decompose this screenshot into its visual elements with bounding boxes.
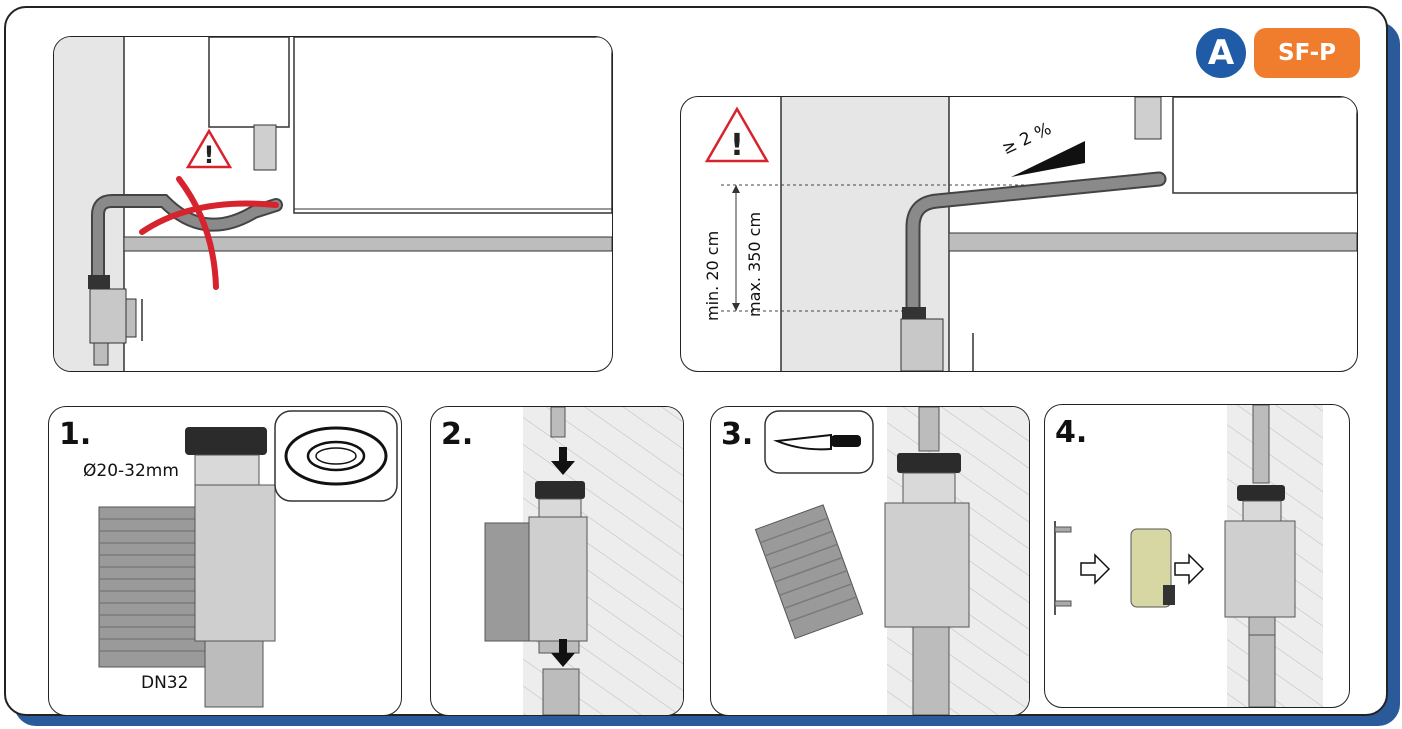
- badge-letter: A: [1196, 28, 1246, 78]
- outline-arrow-right-icon: [1080, 553, 1111, 585]
- min-height-label: min. 20 cm: [703, 230, 722, 321]
- step-2-illustration: [484, 407, 683, 715]
- outlet-size-label: DN32: [141, 673, 189, 693]
- svg-text:!: !: [204, 141, 215, 169]
- drain-pipe: [912, 626, 950, 715]
- step-panel-1: 1. Ø20-32mm DN32: [48, 406, 402, 716]
- floor-slab: [123, 236, 612, 252]
- arrow-down-icon: [551, 639, 575, 667]
- outline-arrow-right-icon: [1174, 553, 1205, 585]
- siphon-body: [89, 288, 127, 344]
- sloped-hose: [907, 173, 1165, 313]
- max-height-label: max. 350 cm: [745, 211, 764, 317]
- step-panel-3: 3.: [710, 406, 1030, 716]
- step-4-illustration: [1054, 405, 1323, 707]
- step-number: 3.: [721, 417, 754, 452]
- step-panel-2: 2.: [430, 406, 684, 716]
- floor-slab: [948, 232, 1357, 252]
- warning-icon: !: [704, 106, 770, 163]
- correct-installation-illustration: !: [704, 97, 1357, 371]
- inlet-seal: [185, 427, 267, 455]
- trap-body: [884, 502, 970, 628]
- trap-body: [1224, 520, 1296, 618]
- wall-plug-module: [1130, 528, 1172, 608]
- threaded-connector: [98, 506, 210, 668]
- badge-model: SF-P: [1254, 28, 1360, 78]
- appliance-body: [1172, 97, 1357, 194]
- trap-body: [194, 484, 276, 642]
- wrong-installation-illustration: !: [54, 37, 612, 371]
- cross-mark-icon: [139, 176, 279, 290]
- drain-fitting: [253, 124, 277, 171]
- step-panel-4: 4.: [1044, 404, 1350, 708]
- outlet-pipe: [204, 640, 264, 708]
- inlet-diameter-label: Ø20-32mm: [83, 461, 179, 481]
- appliance-body: [293, 37, 612, 214]
- inlet-seal: [1237, 485, 1285, 501]
- arrow-down-icon: [551, 447, 575, 475]
- slope-wedge: [1011, 141, 1085, 177]
- hose-collar: [88, 275, 110, 289]
- warning-icon: !: [185, 128, 233, 169]
- drain-pipe: [1248, 616, 1276, 707]
- step-number: 2.: [441, 417, 474, 452]
- svg-text:!: !: [730, 128, 744, 163]
- step-3-illustration: [754, 407, 1029, 715]
- sagging-hose: [93, 196, 281, 280]
- panel-wrong-installation: !: [53, 36, 613, 372]
- trap-body: [528, 516, 588, 642]
- siphon-body: [900, 318, 944, 371]
- knife-icon: [764, 410, 874, 474]
- drain-fitting: [1134, 97, 1162, 140]
- step-1-illustration: [98, 410, 398, 708]
- step-number: 4.: [1055, 415, 1088, 450]
- step-number: 1.: [59, 417, 92, 452]
- drain-pipe: [542, 668, 580, 715]
- hose-collar: [902, 307, 926, 319]
- removed-threaded-connector: [754, 504, 864, 640]
- drain-unit: [208, 37, 290, 128]
- inlet-seal: [897, 453, 961, 473]
- inlet-seal: [535, 481, 585, 499]
- panel-correct-installation: ! ≥ 2 % min. 20 cm max. 350 cm: [680, 96, 1358, 372]
- seal-ring-icon: [274, 410, 398, 502]
